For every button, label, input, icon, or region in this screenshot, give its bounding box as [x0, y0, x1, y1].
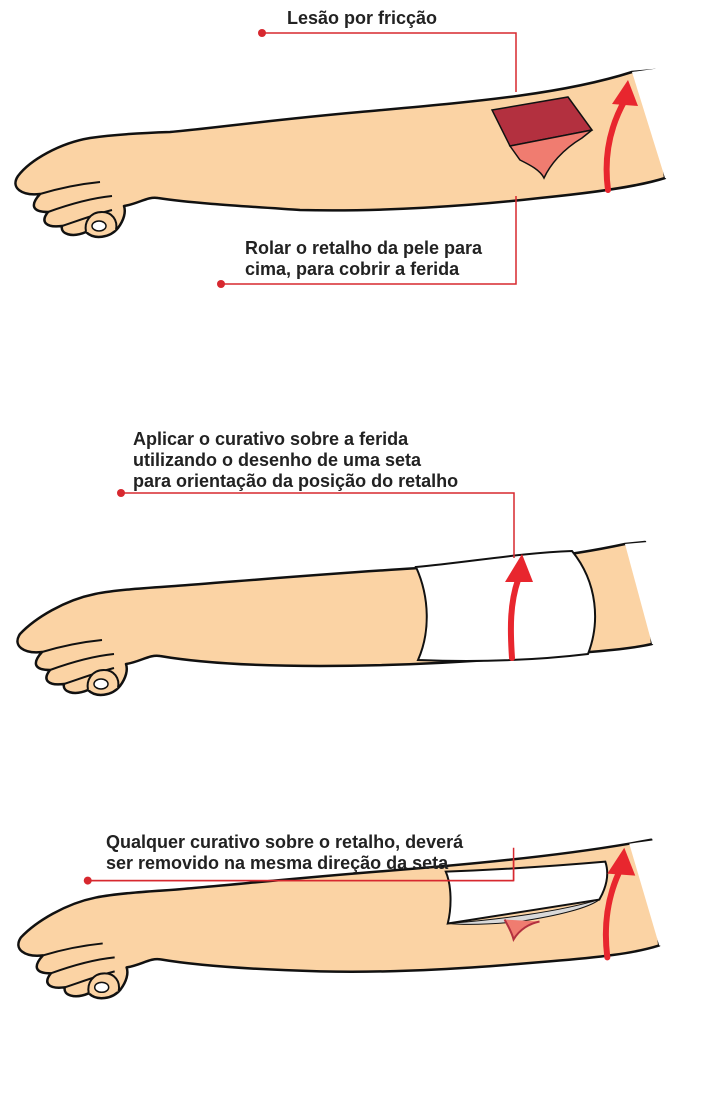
panel-1-illustration [0, 0, 717, 368]
forearm-hand-icon [17, 536, 717, 695]
label-apply-dressing: Aplicar o curativo sobre a ferida utiliz… [133, 429, 458, 492]
panel-step-2: Aplicar o curativo sobre a ferida utiliz… [0, 368, 717, 736]
leader-line [117, 489, 514, 558]
panel-step-3: Qualquer curativo sobre o retalho, dever… [0, 736, 717, 1104]
label-line: para orientação da posição do retalho [133, 471, 458, 492]
label-line: Aplicar o curativo sobre a ferida [133, 429, 458, 450]
forearm-hand-icon [15, 60, 717, 237]
label-line: Rolar o retalho da pele para [245, 238, 482, 259]
label-line: utilizando o desenho de uma seta [133, 450, 458, 471]
leader-line-top [258, 29, 516, 92]
label-remove-direction: Qualquer curativo sobre o retalho, dever… [106, 832, 463, 874]
label-line: ser removido na mesma direção da seta [106, 853, 463, 874]
dressing-bandage-icon [416, 551, 595, 661]
label-line: Qualquer curativo sobre o retalho, dever… [106, 832, 463, 853]
label-friction-injury: Lesão por fricção [287, 8, 437, 29]
label-roll-flap: Rolar o retalho da pele para cima, para … [245, 238, 482, 280]
label-line: Lesão por fricção [287, 8, 437, 29]
label-line: cima, para cobrir a ferida [245, 259, 482, 280]
panel-2-illustration [0, 368, 717, 736]
panel-3-illustration [0, 736, 717, 1104]
panel-step-1: Lesão por fricção Rolar o retalho da pel… [0, 0, 717, 368]
